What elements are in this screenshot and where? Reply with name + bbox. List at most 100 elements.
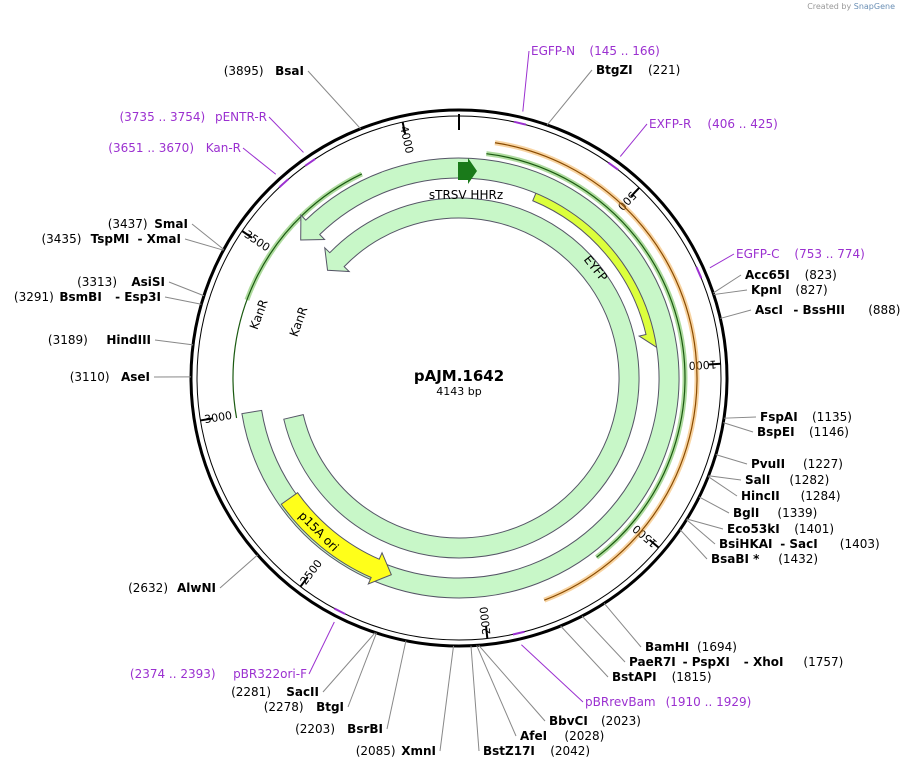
- site-label[interactable]: KpnI(827): [751, 283, 828, 297]
- site-label[interactable]: Acc65I(823): [745, 268, 837, 282]
- primer-leader: [521, 644, 584, 703]
- site-label[interactable]: HincII(1284): [741, 489, 841, 503]
- site-name: BsmBI: [59, 290, 101, 304]
- site-label[interactable]: FspAI(1135): [760, 410, 852, 424]
- site-label[interactable]: SacII(2281): [231, 685, 319, 699]
- tick-label: 4000: [397, 125, 416, 155]
- site-label[interactable]: BglI(1339): [733, 506, 817, 520]
- site-label[interactable]: BamHI(1694): [645, 640, 737, 654]
- primer-name: pBR322ori-F: [233, 667, 307, 681]
- kanr-arrow-outer: [241, 157, 680, 599]
- site-name: AscI: [755, 303, 783, 317]
- orange-band-line: [494, 142, 698, 601]
- site-leader: [712, 274, 742, 294]
- site-position: (221): [648, 63, 680, 77]
- site-position: (1284): [801, 489, 841, 503]
- site-name: PaeR7I: [629, 655, 676, 669]
- site-label[interactable]: BspEI(1146): [757, 425, 849, 439]
- site-position: (3313): [77, 275, 117, 289]
- strsv-arrow: [458, 158, 477, 184]
- site-label[interactable]: AsiSI(3313): [77, 275, 165, 289]
- primer-label[interactable]: EXFP-R(406 .. 425): [649, 117, 778, 131]
- site-label[interactable]: BsiHKAI - SacI (1403): [719, 537, 880, 551]
- primer-range: (3735 .. 3754): [119, 110, 205, 124]
- site-name-2: - PspXI: [683, 655, 730, 669]
- primer-name: pBRrevBam: [585, 695, 656, 709]
- tick-label: 3000: [203, 409, 233, 426]
- site-name: FspAI: [760, 410, 798, 424]
- primer-name: Kan-R: [206, 141, 241, 155]
- site-leader: [307, 70, 361, 130]
- site-label[interactable]: BsrBI(2203): [295, 722, 383, 736]
- site-label[interactable]: PaeR7I- PspXI- XhoI(1757): [629, 655, 843, 669]
- primer-name: EGFP-C: [736, 247, 779, 261]
- site-label[interactable]: SalI(1282): [745, 473, 829, 487]
- primer-leader: [242, 147, 277, 175]
- primer-name: EGFP-N: [531, 44, 575, 58]
- tick-mark: [401, 121, 407, 135]
- tick-label: 2000: [477, 606, 493, 635]
- strsv-label: sTRSV HHRz: [429, 188, 503, 202]
- primer-label[interactable]: pBR322ori-F(2374 .. 2393): [130, 667, 307, 681]
- site-position: (827): [795, 283, 827, 297]
- site-leader: [164, 296, 202, 305]
- tick-label: 1000: [688, 358, 717, 372]
- site-name: SmaI: [154, 217, 188, 231]
- site-label[interactable]: AscI- BssHII(888): [755, 303, 900, 317]
- site-name: BsiHKAI: [719, 537, 773, 551]
- site-label[interactable]: BsaI(3895): [224, 64, 304, 78]
- primer-label[interactable]: pENTR-R (3735 .. 3754): [119, 110, 267, 124]
- site-label[interactable]: BbvCI(2023): [549, 714, 641, 728]
- site-label[interactable]: Eco53kI(1401): [727, 522, 834, 536]
- site-leader: [322, 632, 376, 693]
- primer-name: pENTR-R: [215, 110, 267, 124]
- green-band-line: [486, 153, 686, 558]
- site-position: (2281): [231, 685, 271, 699]
- green-band-left-line: [232, 173, 363, 419]
- primer-label[interactable]: Kan-R(3651 .. 3670): [108, 141, 241, 155]
- site-name: BsaBI *: [711, 552, 760, 566]
- site-label[interactable]: SmaI(3437): [108, 217, 188, 231]
- primer-mark: [304, 158, 316, 167]
- site-label[interactable]: BtgZI (221): [596, 63, 680, 77]
- tick-mark: [485, 626, 489, 639]
- site-position: (2023): [601, 714, 641, 728]
- site-name: BsrBI: [347, 722, 383, 736]
- site-label[interactable]: BtgI(2278): [264, 700, 344, 714]
- site-label[interactable]: BstAPI(1815): [612, 670, 712, 684]
- tick-mark: [648, 539, 660, 549]
- site-label[interactable]: BstZ17I(2042): [483, 744, 590, 758]
- site-position: (1227): [803, 457, 843, 471]
- primer-range: (753 .. 774): [794, 247, 864, 261]
- primer-label[interactable]: EGFP-N (145 .. 166): [531, 44, 660, 58]
- site-label[interactable]: AfeI(2028): [520, 729, 604, 743]
- site-position: (1403): [840, 537, 880, 551]
- site-name-2: - SacI: [780, 537, 817, 551]
- site-leader: [713, 289, 748, 296]
- site-name: HindIII: [106, 333, 151, 347]
- site-label[interactable]: HindIII(3189): [48, 333, 151, 347]
- site-label[interactable]: PvuII(1227): [751, 457, 843, 471]
- site-leader: [707, 476, 738, 497]
- site-name: BtgZI: [596, 63, 633, 77]
- primer-mark: [278, 178, 289, 188]
- site-leader: [720, 309, 752, 319]
- site-leader: [168, 281, 205, 297]
- restriction-sites: BtgZI (221) BsaI(3895) Acc65I(823)KpnI(827)…: [14, 63, 901, 758]
- site-leader: [723, 416, 757, 419]
- kanr-label-outer: KanR: [247, 297, 271, 331]
- site-position: (1757): [803, 655, 843, 669]
- site-label[interactable]: AlwNI(2632): [128, 581, 216, 595]
- site-label[interactable]: XmnI(2085): [356, 744, 436, 758]
- primer-label[interactable]: pBRrevBam(1910 .. 1929): [585, 695, 751, 709]
- primer-range: (145 .. 166): [589, 44, 659, 58]
- primer-mark: [607, 161, 619, 171]
- site-leader: [184, 238, 224, 251]
- site-label[interactable]: AseI(3110): [70, 370, 150, 384]
- primer-label[interactable]: EGFP-C (753 .. 774): [736, 247, 865, 261]
- site-label[interactable]: BsaBI *(1432): [711, 552, 818, 566]
- site-name-2: - BssHII: [793, 303, 845, 317]
